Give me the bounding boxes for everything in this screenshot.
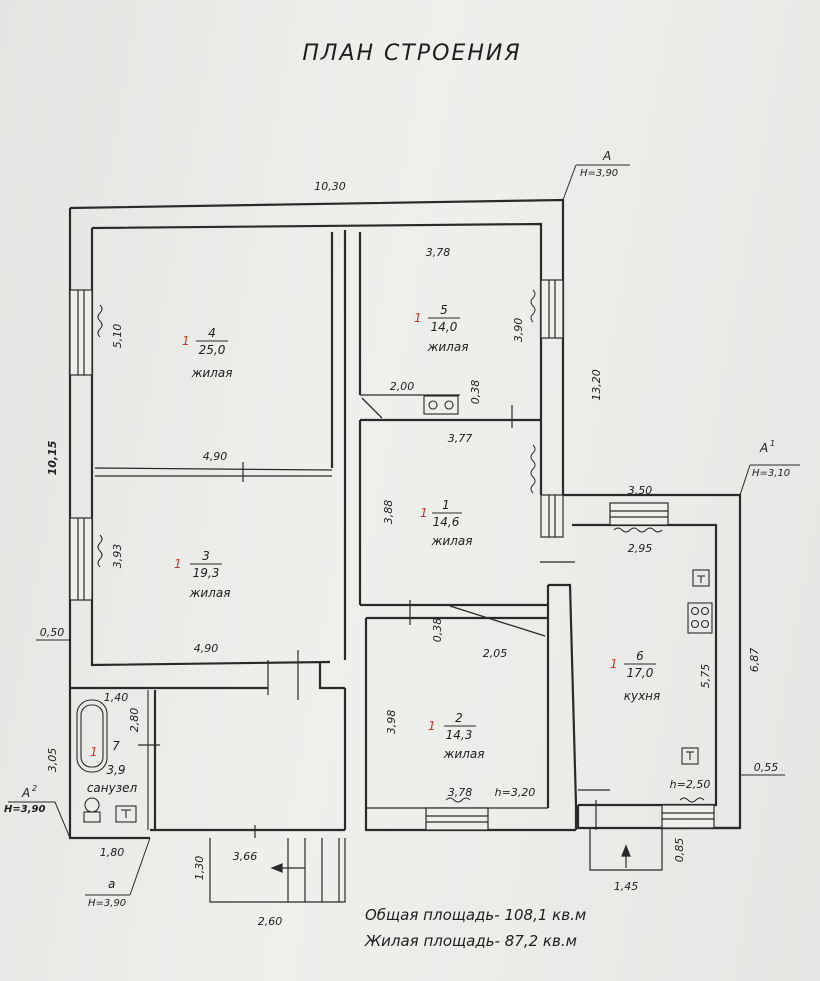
room-5-area: 14,0 — [431, 320, 458, 334]
dim-niche-width: 2,00 — [390, 380, 415, 393]
bathroom-fixtures — [76, 690, 149, 830]
dim-room3-width: 4,90 — [194, 642, 219, 655]
dim-kitchen-height: 5,75 — [699, 664, 712, 689]
section-a-small-letter: а — [108, 877, 115, 891]
room-4-number: 4 — [208, 326, 216, 340]
dim-room4-width: 4,90 — [203, 450, 228, 463]
room-7-marker: 1 — [90, 745, 98, 759]
dim-ext-height: 6,87 — [748, 648, 761, 673]
dim-room2-height: 3,98 — [385, 710, 398, 735]
room-1-label: 1 1 14,6 жилая — [420, 498, 472, 548]
room-1-number: 1 — [442, 498, 450, 512]
living-area: Жилая площадь- 87,2 кв.м — [364, 932, 577, 950]
room-4-label: 1 4 25,0 жилая — [182, 326, 232, 380]
dim-room2-ceiling: h=3,20 — [495, 786, 536, 799]
room-5-type: жилая — [427, 340, 469, 354]
windows — [69, 279, 715, 831]
room-7-type: санузел — [87, 781, 138, 795]
room-2-number: 2 — [455, 711, 463, 725]
kitchen-fixtures — [681, 569, 713, 765]
dim-top-width: 10,30 — [314, 180, 346, 193]
room-1-type: жилая — [431, 534, 473, 548]
dim-room2-width-top: 2,05 — [483, 647, 508, 660]
room-1-marker: 1 — [420, 506, 428, 520]
section-leaders — [8, 164, 800, 896]
section-a2-letter: А — [21, 786, 30, 800]
room-6-area: 17,0 — [627, 666, 654, 680]
room-7-label: 1 7 3,9 санузел — [87, 739, 138, 795]
room-2-area: 14,3 — [446, 728, 473, 742]
section-a1-sup: 1 — [770, 439, 775, 448]
dim-niche-depth: 0,38 — [469, 380, 482, 405]
dim-niche2-depth: 0,38 — [431, 618, 444, 643]
room-2-type: жилая — [443, 747, 485, 761]
dim-porch-width: 2,60 — [258, 915, 283, 928]
exterior-walls — [68, 198, 742, 840]
room-3-type: жилая — [189, 586, 231, 600]
section-a1-height: H=3,10 — [752, 468, 790, 479]
dim-wc-height: 3,05 — [46, 748, 59, 773]
porch — [209, 828, 663, 903]
room-7-area: 3,9 — [106, 763, 125, 777]
dim-room5-width: 3,78 — [426, 246, 451, 259]
dim-ext-width-top: 3,50 — [628, 484, 653, 497]
dim-room1-height: 3,88 — [382, 500, 395, 525]
dim-left-height: 10,15 — [46, 440, 59, 475]
section-a-small-height: H=3,90 — [88, 898, 126, 909]
dim-ext-offset: 0,55 — [754, 761, 779, 774]
section-a-height: H=3,90 — [580, 168, 618, 179]
section-a2-sup: 2 — [32, 784, 37, 793]
radiator-marks — [97, 289, 705, 803]
room-5-marker: 1 — [414, 311, 422, 325]
dim-wall-offset: 0,50 — [40, 626, 65, 639]
room-2-marker: 1 — [428, 719, 436, 733]
room-5-label: 1 5 14,0 жилая — [414, 303, 468, 354]
dim-kitchen-porch-depth: 0,85 — [673, 838, 686, 863]
dim-room1-width: 3,77 — [448, 432, 473, 445]
door-marks — [138, 405, 610, 838]
room-6-number: 6 — [636, 649, 644, 663]
total-area: Общая площадь- 108,1 кв.м — [365, 906, 586, 924]
room-4-marker: 1 — [182, 334, 190, 348]
dim-bath-height: 2,80 — [128, 708, 141, 733]
interior-walls — [94, 230, 550, 809]
dim-right-total: 13,20 — [590, 369, 603, 401]
room-2-label: 1 2 14,3 жилая — [428, 711, 484, 761]
room-7-number: 7 — [112, 739, 120, 753]
room-6-label: 1 6 17,0 кухня — [610, 649, 660, 703]
dim-bath-width: 1,40 — [104, 691, 129, 704]
section-a2-height: H=3,90 — [4, 804, 45, 815]
dim-bottom-left: 1,80 — [100, 846, 125, 859]
section-a-letter: А — [602, 149, 611, 163]
dim-porch-inner: 3,66 — [233, 850, 258, 863]
plan-title: ПЛАН СТРОЕНИЯ — [302, 41, 521, 66]
room-3-marker: 1 — [174, 557, 182, 571]
room-3-area: 19,3 — [193, 566, 220, 580]
dim-room3-height: 3,93 — [111, 544, 124, 569]
room-3-label: 1 3 19,3 жилая — [174, 549, 230, 600]
room-4-type: жилая — [191, 366, 233, 380]
dim-room5-height: 3,90 — [512, 318, 525, 343]
dim-kitchen-ceiling: h=2,50 — [670, 778, 711, 791]
dim-room2-width: 3,78 — [448, 786, 473, 799]
room-6-type: кухня — [624, 689, 661, 703]
section-a1-letter: А — [759, 441, 768, 455]
room-6-marker: 1 — [610, 657, 618, 671]
dim-kitchen-width: 2,95 — [628, 542, 653, 555]
room-labels: 1 4 25,0 жилая 1 5 14,0 жилая 1 1 14,6 ж… — [87, 303, 660, 795]
dim-porch-height: 1,30 — [193, 856, 206, 881]
dimensions: 10,30 10,15 5,10 4,90 3,93 4,90 3,78 3,9… — [40, 180, 779, 928]
stove — [423, 395, 459, 415]
section-marks: А H=3,90 А 1 H=3,10 А 2 H=3,90 а H=3,90 — [4, 149, 790, 909]
dim-kitchen-porch-width: 1,45 — [614, 880, 639, 893]
room-5-number: 5 — [440, 303, 448, 317]
dim-room4-height: 5,10 — [111, 324, 124, 349]
room-1-area: 14,6 — [433, 515, 460, 529]
room-4-area: 25,0 — [199, 343, 226, 357]
room-3-number: 3 — [202, 549, 210, 563]
